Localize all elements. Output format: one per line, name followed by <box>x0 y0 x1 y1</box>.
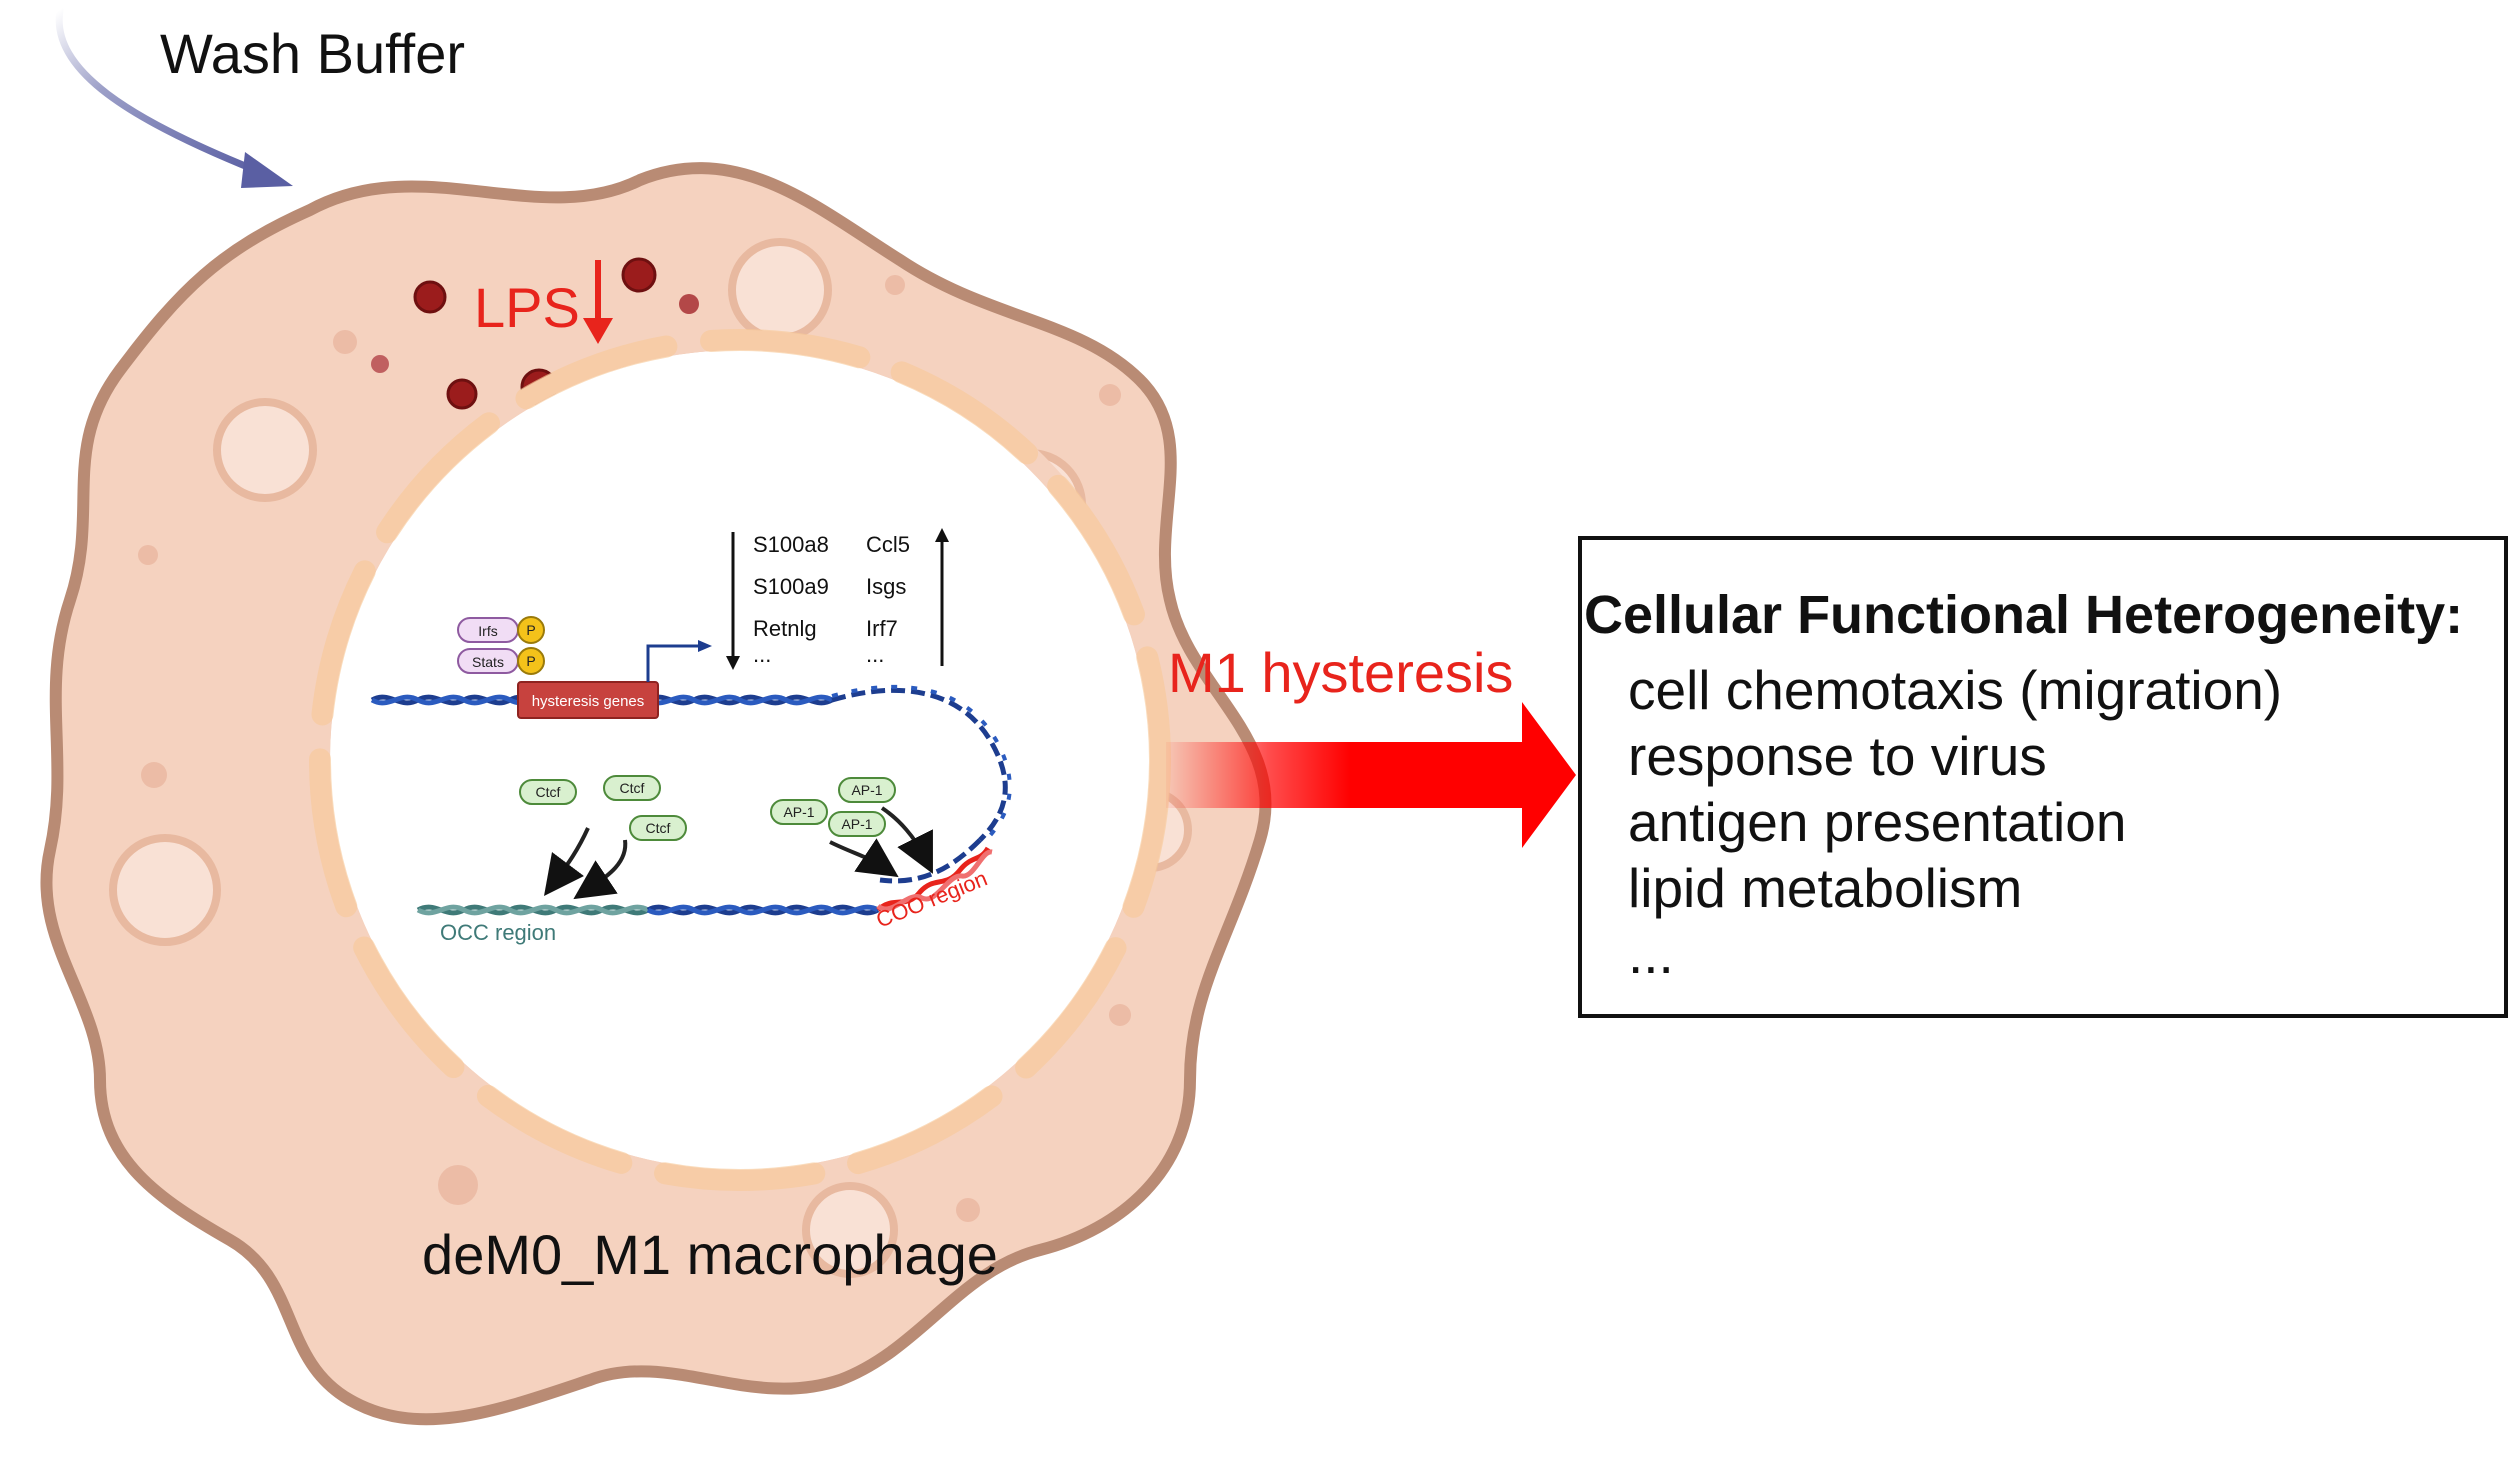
ctcf-label: Ctcf <box>646 820 671 836</box>
wash-buffer-label: Wash Buffer <box>160 22 465 85</box>
up-arrowhead <box>935 528 949 542</box>
phospho-stats-label: P <box>526 653 535 669</box>
ctcf-pill <box>629 815 687 841</box>
dna-lower-teal-b <box>416 904 650 916</box>
lps-particle <box>621 257 657 293</box>
phospho-stats-circle <box>517 647 545 675</box>
ctcf-binding-arrow <box>544 827 590 897</box>
phospho-irfs-label: P <box>526 622 535 638</box>
wash-buffer-arrow <box>55 6 264 176</box>
ctcf-label: Ctcf <box>536 784 561 800</box>
dna-coo-red-b <box>876 849 993 912</box>
down-arrowhead <box>726 656 740 670</box>
lps-particle <box>679 294 699 314</box>
phospho-irfs-circle <box>517 616 545 644</box>
m1-hysteresis-arrow <box>1166 702 1576 848</box>
m1-hysteresis-label: M1 hysteresis <box>1168 641 1513 704</box>
ap1-label: AP-1 <box>851 782 882 798</box>
lps-arrowhead <box>583 318 613 344</box>
vesicle-dot <box>1099 384 1121 406</box>
gene-down-0: S100a8 <box>753 532 829 557</box>
ap1-group: AP-1 AP-1 AP-1 <box>770 777 933 878</box>
dna-strand-lower <box>416 846 993 916</box>
gene-down-1: S100a9 <box>753 574 829 599</box>
cell-name-label: deM0_M1 macrophage <box>422 1223 998 1286</box>
dna-lower-blue-b <box>646 904 880 916</box>
vesicle-dot <box>1109 1004 1131 1026</box>
ctcf-group: Ctcf Ctcf Ctcf <box>519 775 687 900</box>
vesicle-circle <box>109 834 221 946</box>
ctcf-pill <box>519 779 577 805</box>
summary-item: lipid metabolism <box>1628 857 2023 919</box>
vesicle-circle <box>728 238 832 342</box>
vesicle-dot <box>141 762 167 788</box>
lps-particle <box>446 378 478 410</box>
ap1-binding-arrow <box>829 838 899 878</box>
vesicle-circle <box>213 398 317 502</box>
ap1-binding-arrow <box>880 806 933 874</box>
summary-item: cell chemotaxis (migration) <box>1628 659 2283 721</box>
summary-title: Cellular Functional Heterogeneity: <box>1584 585 2464 645</box>
summary-item: ... <box>1628 923 1674 985</box>
gene-up-0: Ccl5 <box>866 532 910 557</box>
dna-loop-c <box>879 838 982 884</box>
irfs-label: Irfs <box>478 623 497 639</box>
gene-up-3: ... <box>866 642 884 667</box>
hysteresis-genes-label: hysteresis genes <box>532 693 645 710</box>
stats-label: Stats <box>472 654 504 670</box>
ap1-pill <box>828 811 886 837</box>
nuclear-pores <box>309 329 1171 1191</box>
gene-down-2: Retnlg <box>753 616 817 641</box>
vesicle-dot <box>333 330 357 354</box>
wash-buffer-arrowhead <box>241 152 293 188</box>
vesicle-dot <box>438 1165 478 1205</box>
lps-label: LPS <box>474 276 580 339</box>
transcription-start-arrow <box>646 644 700 682</box>
vesicle-dot <box>956 1198 980 1222</box>
ctcf-pill <box>603 775 661 801</box>
summary-item: antigen presentation <box>1628 791 2127 853</box>
vesicle-dot <box>138 545 158 565</box>
lps-particle <box>371 355 389 373</box>
dna-loop-b <box>831 684 1012 844</box>
hysteresis-genes-box <box>517 681 659 719</box>
irfs-stats-complex: Irfs P Stats P <box>457 616 545 675</box>
ap1-label: AP-1 <box>783 804 814 820</box>
vesicle-dot <box>885 275 905 295</box>
ap1-pill <box>770 799 828 825</box>
transcription-start-arrowhead <box>698 640 712 652</box>
summary-box <box>1578 536 2508 1018</box>
gene-up-1: Isgs <box>866 574 906 599</box>
ap1-pill <box>838 777 896 803</box>
ctcf-binding-arrow <box>573 839 628 900</box>
summary-item: response to virus <box>1628 725 2047 787</box>
ap1-label: AP-1 <box>841 816 872 832</box>
occ-region-label: OCC region <box>440 920 556 945</box>
lps-particle <box>413 280 447 314</box>
nucleus <box>330 350 1150 1170</box>
ctcf-label: Ctcf <box>620 780 645 796</box>
vesicle-circle <box>802 1182 898 1278</box>
gene-up-2: Irf7 <box>866 616 898 641</box>
gene-down-3: ... <box>753 642 771 667</box>
